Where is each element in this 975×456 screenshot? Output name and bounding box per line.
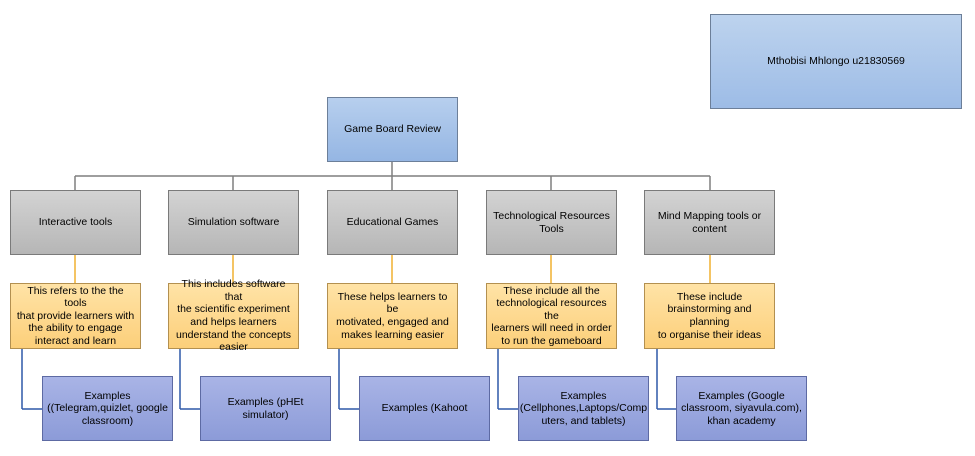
category-node-technological-resources: Technological Resources Tools [486, 190, 617, 255]
examples-node-interactive-tools: Examples ((Telegram,quizlet, google clas… [42, 376, 173, 441]
root-node: Game Board Review [327, 97, 458, 162]
description-node-educational-games: These helps learners to be motivated, en… [327, 283, 458, 349]
description-node-simulation-software: This includes software that the scientif… [168, 278, 299, 353]
description-node-technological-resources: These include all the technological reso… [486, 283, 617, 349]
author-box: Mthobisi Mhlongo u21830569 [710, 14, 962, 109]
category-node-mind-mapping: Mind Mapping tools or content [644, 190, 775, 255]
examples-node-simulation-software: Examples (pHEt simulator) [200, 376, 331, 441]
description-node-mind-mapping: These include brainstorming and planning… [644, 283, 775, 349]
description-node-interactive-tools: This refers to the the tools that provid… [10, 283, 141, 349]
examples-node-technological-resources: Examples (Cellphones,Laptops/Comp uters,… [518, 376, 649, 441]
category-node-interactive-tools: Interactive tools [10, 190, 141, 255]
category-node-simulation-software: Simulation software [168, 190, 299, 255]
examples-node-mind-mapping: Examples (Google classroom, siyavula.com… [676, 376, 807, 441]
examples-node-educational-games: Examples (Kahoot [359, 376, 490, 441]
category-node-educational-games: Educational Games [327, 190, 458, 255]
